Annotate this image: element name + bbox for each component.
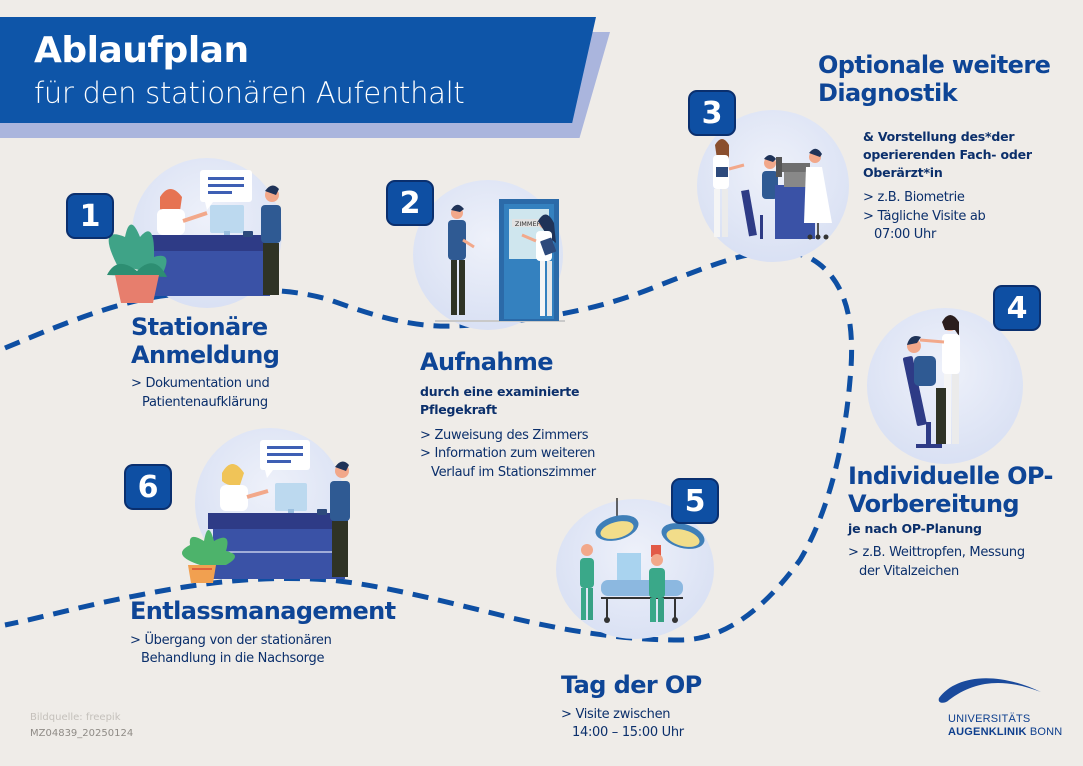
eye-drops-illustration xyxy=(902,315,960,448)
step-4-subtitle: je nach OP-Planung xyxy=(848,521,982,537)
image-source-credit: Bildquelle: freepik xyxy=(30,712,121,723)
logo-text-line-2: AUGENKLINIK BONN xyxy=(948,726,1062,738)
step-5-bullet-1: Visite zwischen 14:00 – 15:00 Uhr xyxy=(561,706,781,743)
header-banner xyxy=(0,17,596,123)
step-2-bullet-1-line-1: Zuweisung des Zimmers xyxy=(434,427,589,443)
step-2-subtitle-line-2: Pflegekraft xyxy=(420,401,497,417)
door-sign: ZIMMER xyxy=(515,220,542,228)
step-6-text: Entlassmanagement Übergang von der stati… xyxy=(130,597,430,669)
step-3-title-line-1: Optionale weitere xyxy=(818,51,1051,79)
step-4-bullet-1: z.B. Weittropfen, Messung der Vitalzeiche… xyxy=(848,544,1083,581)
step-1-bullet-1-line-1: Dokumentation und xyxy=(145,376,270,392)
step-2-subtitle-line-1: durch eine examinierte xyxy=(420,383,580,399)
augenklinik-logo-arc xyxy=(938,678,1041,703)
step-5-number-badge: 5 xyxy=(671,478,719,524)
step-3-bullet-1: z.B. Biometrie xyxy=(863,189,1073,207)
room-door-illustration: ZIMMER xyxy=(435,199,565,322)
discharge-desk-illustration xyxy=(182,440,350,583)
step-3-subtitle: & Vorstellung des*der operierenden Fach- … xyxy=(863,128,1073,182)
step-5-bullet-1-line-1: Visite zwischen xyxy=(575,706,671,722)
logo-text-augenklinik: AUGENKLINIK xyxy=(948,726,1027,738)
step-2-title: Aufnahme xyxy=(420,348,554,376)
step-2-number-badge: 2 xyxy=(386,180,434,226)
step-6-number-badge: 6 xyxy=(124,464,172,510)
step-1-number-badge: 1 xyxy=(66,193,114,239)
page-title: Ablaufplan xyxy=(34,30,249,71)
reception-desk-illustration xyxy=(107,170,281,303)
step-3-subtitle-line-1: & Vorstellung des*der xyxy=(863,129,1015,144)
step-4-text: Individuelle OP- Vorbereitung je nach OP… xyxy=(848,462,1083,581)
document-id: MZ04839_20250124 xyxy=(30,728,134,739)
step-4-number-badge: 4 xyxy=(993,285,1041,331)
step-3-number: 3 xyxy=(701,95,723,131)
operating-room-illustration xyxy=(580,498,705,623)
step-4-bullet-1-line-2: der Vitalzeichen xyxy=(859,563,959,579)
step-5-title: Tag der OP xyxy=(561,671,702,699)
step-3-title: Optionale weitere Diagnostik xyxy=(818,51,1083,107)
logo-text-line-1: UNIVERSITÄTS xyxy=(948,713,1031,725)
step-4-number: 4 xyxy=(1006,290,1028,326)
step-3-bullet-1-line-1: z.B. Biometrie xyxy=(877,190,965,206)
step-3-bullet-2-line-2: 07:00 Uhr xyxy=(874,227,936,243)
step-3-title-line-2: Diagnostik xyxy=(818,78,958,107)
step-4-title-line-1: Individuelle OP- xyxy=(848,462,1053,490)
step-4-bullet-1-line-1: z.B. Weittropfen, Messung xyxy=(862,545,1025,561)
step-3-subtitle-line-2: operierenden Fach- oder xyxy=(863,147,1032,163)
step-1-number: 1 xyxy=(79,198,101,234)
step-1-text: Stationäre Anmeldung Dokumentation undPa… xyxy=(131,313,371,412)
step-6-number: 6 xyxy=(137,469,159,505)
step-3-text: & Vorstellung des*der operierenden Fach- … xyxy=(863,128,1073,245)
step-6-bullet-1-line-1: Übergang von der stationären xyxy=(144,632,332,648)
step-1-bullet-1-line-2: Patientenaufklärung xyxy=(142,394,268,410)
step-2-bullet-1: Zuweisung des Zimmers xyxy=(420,427,660,445)
step-2-number: 2 xyxy=(399,185,421,221)
step-5-number: 5 xyxy=(684,483,706,519)
step-6-title: Entlassmanagement xyxy=(130,597,396,625)
step-2-bullet-2-line-1: Information zum weiteren xyxy=(434,446,596,462)
logo-text-bonn: BONN xyxy=(1026,726,1063,738)
step-6-bullet-1-line-2: Behandlung in die Nachsorge xyxy=(141,651,325,667)
step-5-bullet-1-line-2: 14:00 – 15:00 Uhr xyxy=(572,725,684,741)
eye-exam-illustration xyxy=(713,139,832,240)
step-4-title-line-2: Vorbereitung xyxy=(848,489,1020,518)
step-1-title-line-2: Anmeldung xyxy=(131,340,280,369)
step-2-bullet-2-line-2: Verlauf im Stationszimmer xyxy=(431,464,596,480)
page-subtitle: für den stationären Aufenthalt xyxy=(34,76,465,110)
step-3-subtitle-line-3: Oberärzt*in xyxy=(863,165,943,181)
step-5-text: Tag der OP Visite zwischen 14:00 – 15:00 … xyxy=(561,671,781,743)
step-3-bullet-2: Tägliche Visite ab 07:00 Uhr xyxy=(863,208,1073,245)
step-1-title-line-1: Stationäre xyxy=(131,313,268,341)
step-3-bullet-2-line-1: Tägliche Visite ab xyxy=(877,208,986,224)
step-3-number-badge: 3 xyxy=(688,90,736,136)
